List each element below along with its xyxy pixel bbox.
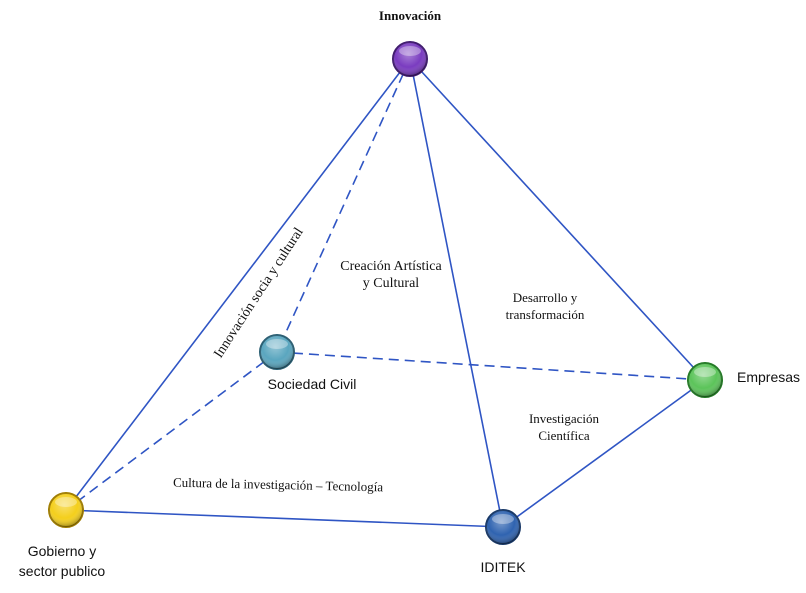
edge-innovacion-empresas [409, 58, 706, 381]
face-label-innovacion-social: Innovación socia y cultural [211, 225, 306, 361]
label-sociedad-civil: Sociedad Civil [268, 376, 357, 392]
edge-gobierno-iditek [65, 509, 504, 528]
face-label-investigacion-line1: Investigación [529, 411, 600, 426]
label-empresas: Empresas [737, 369, 800, 385]
edge-sociedad-empresas [276, 351, 706, 381]
face-label-desarrollo-line2: transformación [506, 307, 585, 322]
face-label-investigacion-line2: Científica [538, 428, 589, 443]
edge-innovacion-iditek [409, 58, 504, 528]
node-innovacion[interactable] [392, 41, 428, 77]
face-label-cultura: Cultura de la investigación – Tecnología [173, 475, 384, 495]
node-iditek[interactable] [485, 509, 521, 545]
label-iditek: IDITEK [480, 559, 526, 575]
nodes-group [48, 41, 723, 545]
label-innovacion: Innovación [379, 8, 442, 23]
node-sociedad-civil[interactable] [259, 334, 295, 370]
node-gobierno[interactable] [48, 492, 84, 528]
edge-sociedad-gobierno [65, 351, 278, 511]
node-empresas[interactable] [687, 362, 723, 398]
edges-group [65, 58, 706, 528]
face-label-desarrollo-line1: Desarrollo y [513, 290, 578, 305]
edge-iditek-empresas [502, 379, 706, 528]
face-label-creacion-line1: Creación Artística [340, 259, 442, 274]
face-label-creacion-line2: y Cultural [363, 276, 419, 291]
edge-innovacion-gobierno [65, 58, 411, 511]
label-gobierno-line2: sector publico [19, 563, 106, 579]
edge-innovacion-sociedad [276, 58, 411, 353]
label-gobierno-line1: Gobierno y [28, 543, 96, 559]
